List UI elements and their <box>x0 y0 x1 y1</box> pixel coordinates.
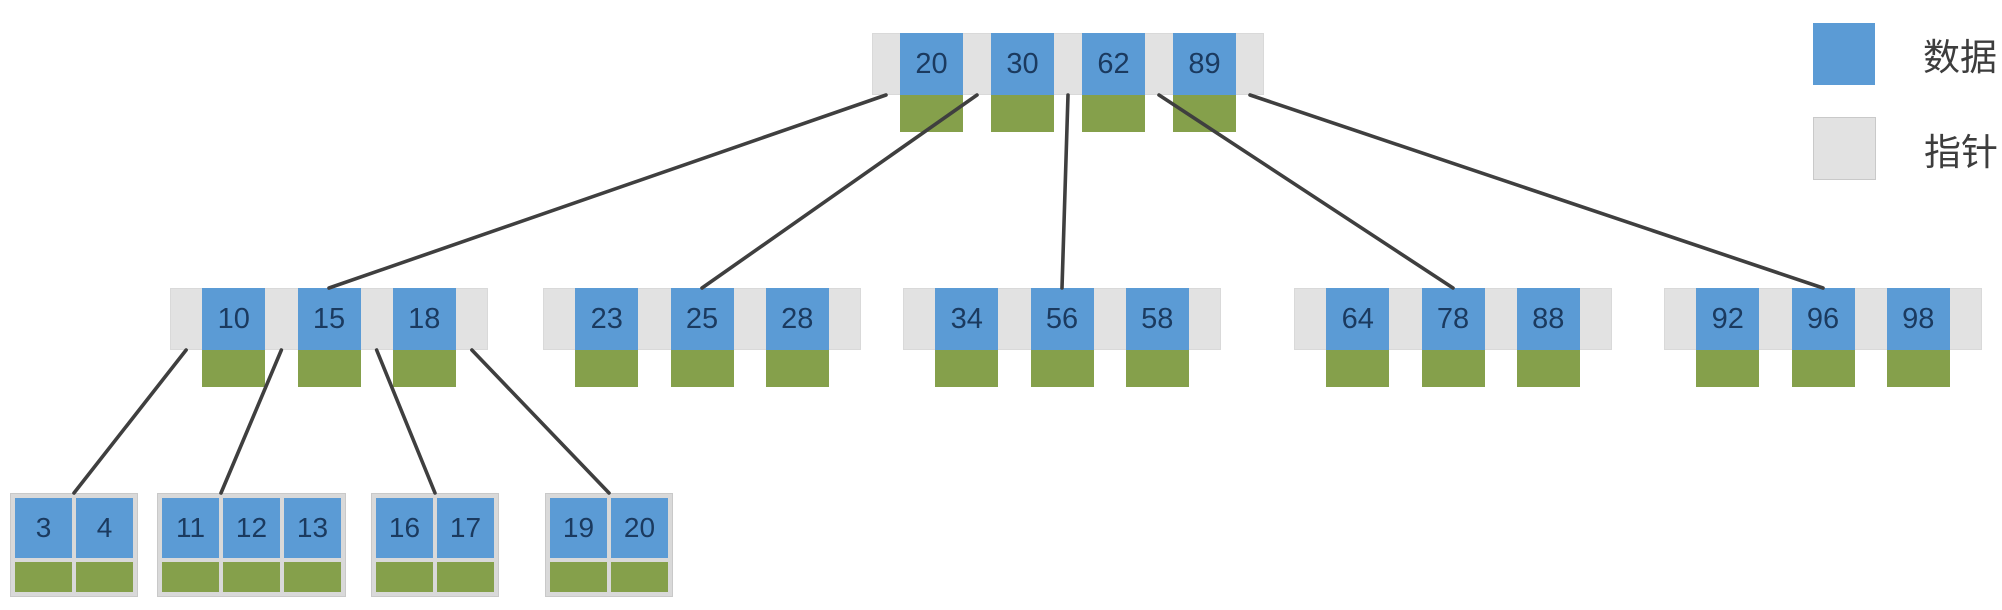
record-cell <box>765 350 829 387</box>
legend-data-swatch <box>1813 23 1875 85</box>
record-cell <box>1082 95 1145 132</box>
record-cell <box>1173 95 1236 132</box>
key-cell: 25 <box>670 288 734 350</box>
key-cell: 64 <box>1326 288 1390 350</box>
record-cell <box>550 562 607 592</box>
internal-node: 92 96 98 <box>1664 288 1982 387</box>
legend-item-pointer: 指针 <box>1813 117 1998 180</box>
key-cell: 10 <box>202 288 266 350</box>
key-cell: 56 <box>1030 288 1094 350</box>
key-cell: 88 <box>1516 288 1580 350</box>
key-cell: 16 <box>376 498 433 558</box>
internal-node: 34 56 58 <box>903 288 1221 387</box>
key-cell: 96 <box>1791 288 1855 350</box>
record-cell <box>392 350 456 387</box>
record-cell <box>76 562 133 592</box>
key-cell: 3 <box>15 498 72 558</box>
record-cell <box>284 562 341 592</box>
record-cell <box>1886 350 1950 387</box>
key-cell: 92 <box>1696 288 1760 350</box>
key-cell: 13 <box>284 498 341 558</box>
internal-node: 10 15 18 <box>170 288 488 387</box>
record-cell <box>1421 350 1485 387</box>
record-cell <box>376 562 433 592</box>
key-cell: 17 <box>437 498 494 558</box>
key-cell: 19 <box>550 498 607 558</box>
internal-node: 23 25 28 <box>543 288 861 387</box>
key-cell: 20 <box>900 33 963 95</box>
record-cell <box>1030 350 1094 387</box>
record-cell <box>670 350 734 387</box>
record-cell <box>162 562 219 592</box>
key-cell: 11 <box>162 498 219 558</box>
record-cell <box>297 350 361 387</box>
key-cell: 62 <box>1082 33 1145 95</box>
key-cell: 18 <box>392 288 456 350</box>
key-cell: 89 <box>1173 33 1236 95</box>
legend-data-label: 数据 <box>1923 37 1997 78</box>
key-cell: 23 <box>575 288 639 350</box>
record-cell <box>1326 350 1390 387</box>
root-node: 20 30 62 89 <box>872 33 1264 132</box>
key-cell: 58 <box>1125 288 1189 350</box>
key-cell: 98 <box>1886 288 1950 350</box>
key-cell: 28 <box>765 288 829 350</box>
key-cell: 4 <box>76 498 133 558</box>
key-cell: 78 <box>1421 288 1485 350</box>
key-cell: 30 <box>991 33 1054 95</box>
record-cell <box>1696 350 1760 387</box>
record-cell <box>223 562 280 592</box>
record-cell <box>900 95 963 132</box>
internal-node: 64 78 88 <box>1294 288 1612 387</box>
key-cell: 12 <box>223 498 280 558</box>
legend-pointer-swatch <box>1813 117 1876 180</box>
record-cell <box>437 562 494 592</box>
record-cell <box>991 95 1054 132</box>
record-cell <box>1516 350 1580 387</box>
record-cell <box>935 350 999 387</box>
record-cell <box>1791 350 1855 387</box>
key-cell: 20 <box>611 498 668 558</box>
record-cell <box>575 350 639 387</box>
legend-pointer-label: 指针 <box>1924 131 1998 173</box>
record-cell <box>202 350 266 387</box>
record-cell <box>15 562 72 592</box>
key-cell: 34 <box>935 288 999 350</box>
key-cell: 15 <box>297 288 361 350</box>
record-cell <box>611 562 668 592</box>
legend-item-data: 数据 <box>1813 23 1997 85</box>
record-cell <box>1125 350 1189 387</box>
